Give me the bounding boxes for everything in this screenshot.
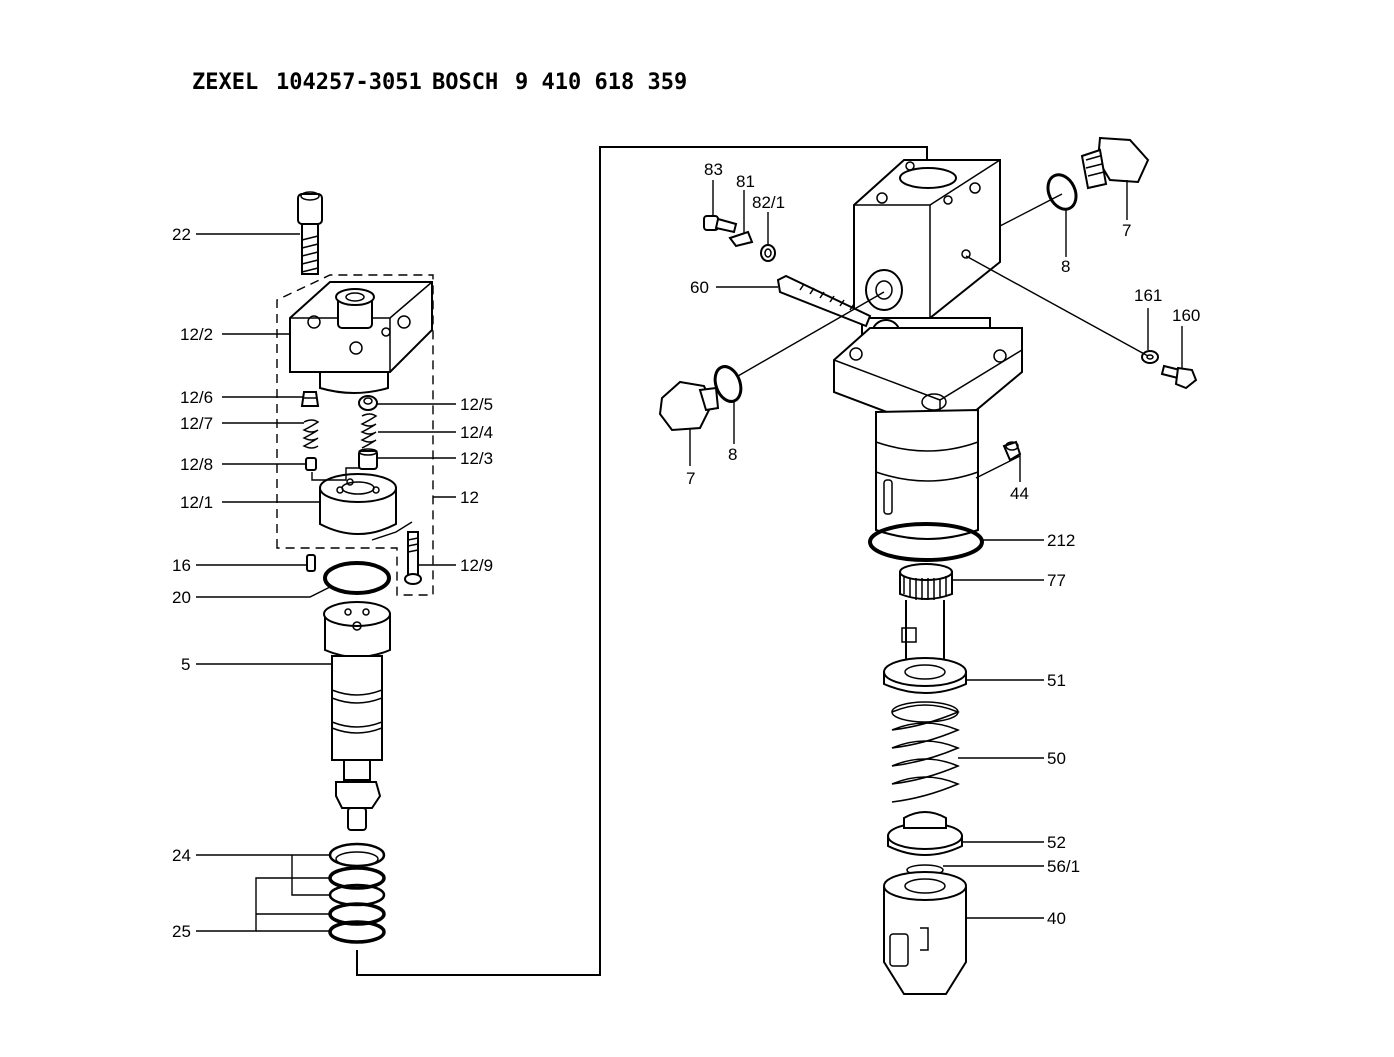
left-labels: 22 12/2 12/6 12/7 12/8 12/1 16 20 5 24 2… [172,225,493,941]
plug-44 [1002,440,1022,462]
label-22: 22 [172,225,191,244]
label-52: 52 [1047,833,1066,852]
label-82-1: 82/1 [752,193,785,212]
title-brand-bosch: BOSCH [432,70,498,95]
title-zexel-code: 104257-3051 [276,70,422,95]
o-ring-212 [868,522,984,562]
label-16: 16 [172,556,191,575]
diagram-title: ZEXEL 104257-3051 BOSCH 9 410 618 359 [192,70,687,95]
label-160: 160 [1172,306,1200,325]
valve-body-12-1 [311,467,397,535]
upper-spring-seat-51 [883,657,967,694]
item-12-boundary [276,274,434,596]
plug-7-left [658,380,720,432]
o-ring-8-top [1046,173,1078,211]
screw-12-9 [371,521,422,585]
label-24: 24 [172,846,191,865]
title-bosch-code: 9 410 618 359 [515,70,687,95]
label-8-top: 8 [1061,257,1070,276]
plunger-barrel-5 [323,601,391,831]
label-161: 161 [1134,286,1162,305]
label-12-3: 12/3 [460,449,493,468]
label-44: 44 [1010,484,1029,503]
label-50: 50 [1047,749,1066,768]
label-51: 51 [1047,671,1066,690]
label-12-4: 12/4 [460,423,493,442]
label-12-5: 12/5 [460,395,493,414]
plug-7-top [1080,136,1150,190]
pin-16 [306,554,316,572]
label-25: 25 [172,922,191,941]
spring-12-7 [302,419,320,449]
label-60: 60 [690,278,709,297]
control-sleeve-77 [899,563,953,661]
label-12-1: 12/1 [180,493,213,512]
bolt-22 [297,191,323,275]
ring-stack-24-25 [328,842,386,944]
label-7-top: 7 [1122,221,1131,240]
label-12-2: 12/2 [180,325,213,344]
left-leader-lines [196,233,456,932]
label-7-left: 7 [686,469,695,488]
label-83: 83 [704,160,723,179]
right-leader-lines [689,180,1183,919]
pump-housing [776,159,1023,540]
assembly-link-line [356,146,928,976]
label-12-6: 12/6 [180,388,213,407]
label-212: 212 [1047,531,1075,550]
o-ring-20 [323,561,391,595]
label-12-7: 12/7 [180,414,213,433]
label-20: 20 [172,588,191,607]
title-brand-zexel: ZEXEL [192,70,258,95]
o-ring-8-left [713,365,743,403]
label-5: 5 [181,655,190,674]
label-40: 40 [1047,909,1066,928]
lower-spring-seat-52 [887,811,963,856]
piston-12-3 [358,448,378,470]
valve-12-5 [358,395,378,411]
label-12: 12 [460,488,479,507]
label-8-left: 8 [728,445,737,464]
label-12-8: 12/8 [180,455,213,474]
screw-83 [703,215,738,234]
label-12-9: 12/9 [460,556,493,575]
seat-12-8 [305,457,317,471]
spring-12-4 [360,413,378,449]
plunger-spring-50 [891,701,960,803]
flange-block-12-2 [289,281,433,394]
label-81: 81 [736,172,755,191]
washer-161 [1141,350,1159,364]
washer-82-1 [760,244,776,262]
valve-12-6 [300,391,320,407]
roller-tappet-40 [883,871,967,995]
label-77: 77 [1047,571,1066,590]
right-labels: 83 81 82/1 60 7 8 161 160 7 8 44 212 77 … [686,160,1200,928]
clip-81 [728,230,754,248]
label-56-1: 56/1 [1047,857,1080,876]
screw-160 [1160,364,1198,390]
